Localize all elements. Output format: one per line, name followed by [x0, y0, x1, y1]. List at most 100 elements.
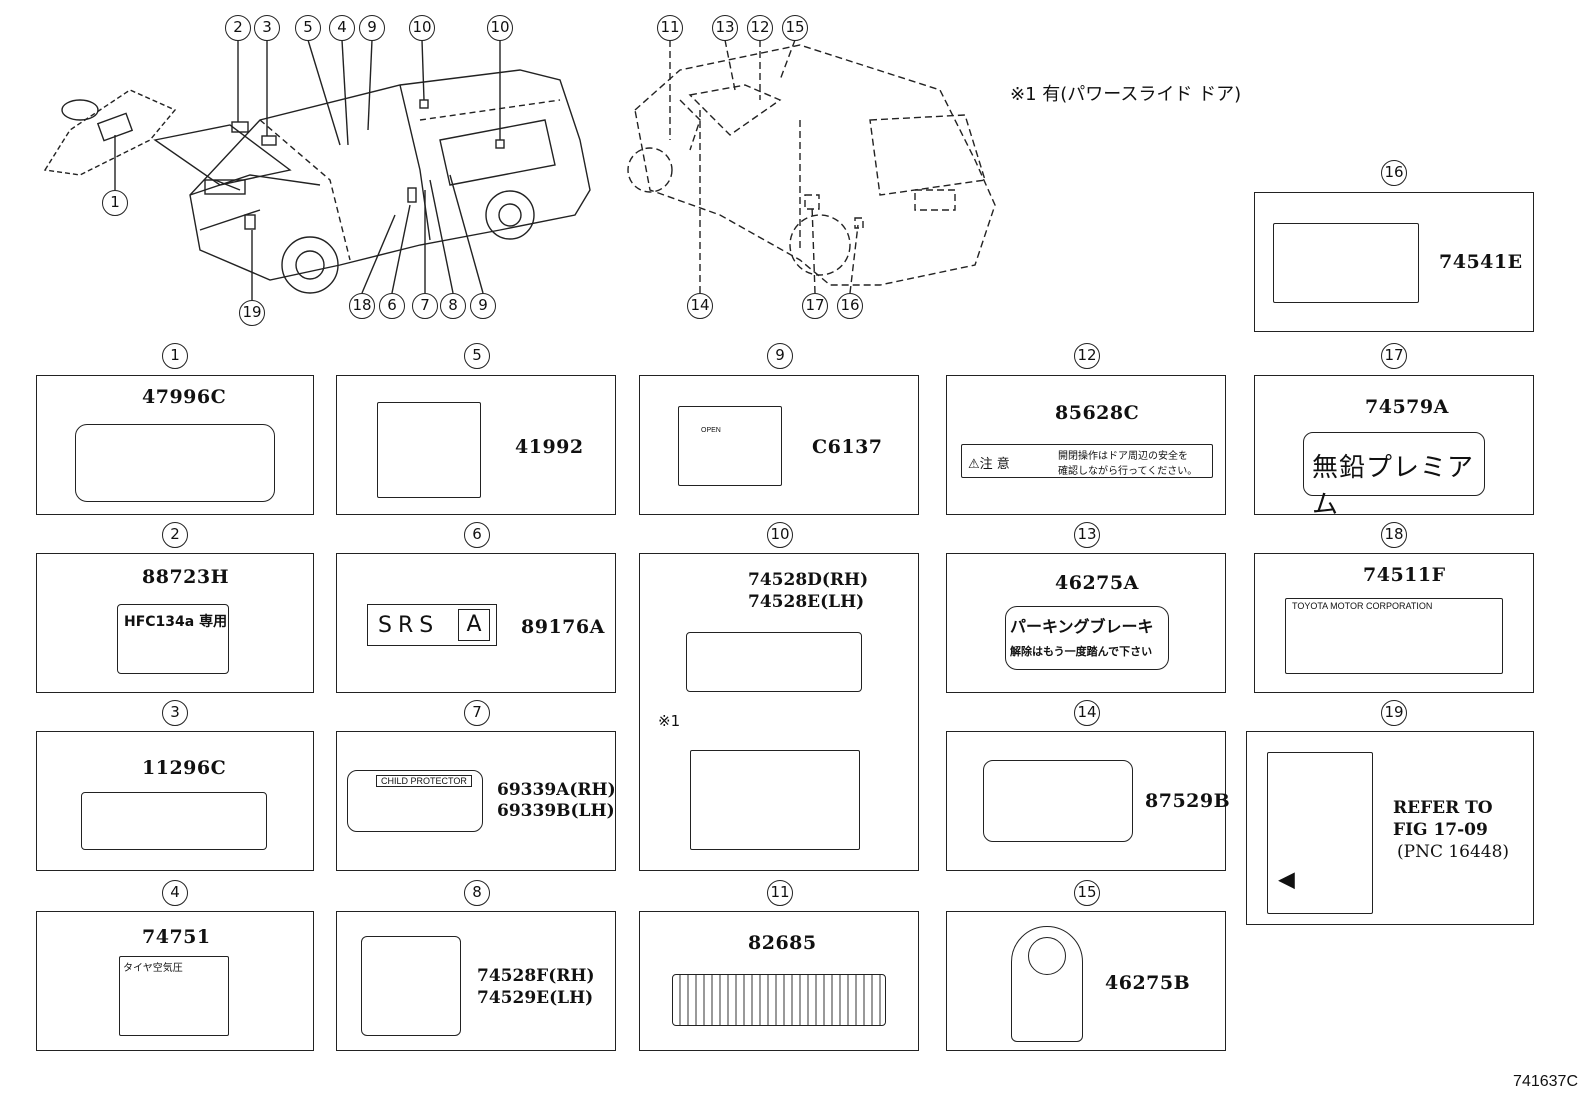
part-number-rh: 74528D(RH) [748, 570, 869, 590]
tire-pressure-label: タイヤ空気圧 [119, 956, 229, 1036]
tire-change-label [377, 402, 481, 498]
caution-line-1: 開閉操作はドア周辺の安全を [1058, 451, 1188, 462]
part-number-lh: 74529E(LH) [477, 988, 594, 1008]
part-number: 47996C [142, 386, 227, 408]
label-cell-9: OPEN C6137 [639, 375, 919, 515]
ac-filter-label [983, 760, 1133, 842]
callout-6: 6 [379, 293, 405, 319]
refer-pnc-text: (PNC 16448) [1397, 842, 1510, 862]
caution-line-2: 確認しながら行ってください。 [1058, 466, 1198, 477]
part-number: 41992 [515, 436, 584, 458]
part-number: C6137 [812, 436, 883, 458]
label-cell-17: 74579A 無鉛プレミアム [1254, 375, 1534, 520]
part-number-lh: 69339B(LH) [497, 801, 615, 821]
part-number-lh: 74528E(LH) [748, 592, 865, 612]
item-number-18: 18 [1381, 522, 1407, 548]
callout-16: 16 [837, 293, 863, 319]
power-slide-door-label [690, 750, 860, 850]
part-number: 11296C [142, 757, 227, 779]
label-cell-18: 74511F TOYOTA MOTOR CORPORATION [1254, 553, 1534, 693]
parking-brake-label: パーキングブレーキ 解除はもう一度踏んで下さい [1005, 606, 1169, 670]
part-number: 74751 [142, 926, 211, 948]
figure-code: 741637C [1513, 1073, 1578, 1090]
item-number-6: 6 [464, 522, 490, 548]
item-number-2: 2 [162, 522, 188, 548]
label-cell-10: 74528D(RH) 74528E(LH) ※1 [639, 553, 919, 871]
emission-label [81, 792, 267, 850]
callout-10b: 10 [487, 15, 513, 41]
item-number-3: 3 [162, 700, 188, 726]
refer-to-text: REFER TO [1393, 798, 1493, 818]
item-number-5: 5 [464, 343, 490, 369]
callout-5: 5 [295, 15, 321, 41]
srs-label: SRS A [367, 604, 497, 646]
rear-van-drawing [627, 39, 996, 294]
item-number-10: 10 [767, 522, 793, 548]
callout-9-top: 9 [359, 15, 385, 41]
label-cell-12: 85628C ⚠注 意 開閉操作はドア周辺の安全を 確認しながら行ってください。 [946, 375, 1226, 515]
label-cell-4: 74751 タイヤ空気圧 [36, 911, 314, 1051]
label-cell-19: ◀ REFER TO FIG 17-09 (PNC 16448) [1246, 731, 1534, 925]
hang-tag-label [1011, 926, 1083, 1042]
label-cell-2: 88723H HFC134a 専用 [36, 553, 314, 693]
item-number-9: 9 [767, 343, 793, 369]
item-number-7: 7 [464, 700, 490, 726]
item-number-13: 13 [1074, 522, 1100, 548]
front-van-drawing [43, 39, 591, 300]
item-number-1: 1 [162, 343, 188, 369]
parking-brake-line-1: パーキングブレーキ [1010, 617, 1154, 636]
srs-a-text: A [458, 609, 490, 641]
item-number-8: 8 [464, 880, 490, 906]
label-cell-15: 46275B [946, 911, 1226, 1051]
label-cell-16: 74541E [1254, 192, 1534, 332]
color-code-label [672, 974, 886, 1026]
item-number-15: 15 [1074, 880, 1100, 906]
item-number-16: 16 [1381, 160, 1407, 186]
callout-7: 7 [412, 293, 438, 319]
refrigerant-text: HFC134a 専用 [124, 614, 228, 630]
child-protector-label: CHILD PROTECTOR [347, 770, 483, 832]
item-number-12: 12 [1074, 343, 1100, 369]
label-cell-3: 11296C [36, 731, 314, 871]
label-cell-7: CHILD PROTECTOR 69339A(RH) 69339B(LH) [336, 731, 616, 871]
tire-caution-label [1273, 223, 1419, 303]
part-number: 74579A [1365, 396, 1449, 418]
part-number: 88723H [142, 566, 230, 588]
caution-text: ⚠注 意 [968, 457, 1010, 472]
child-protector-text: CHILD PROTECTOR [376, 775, 472, 787]
brake-caution-label [75, 424, 275, 502]
part-number: 46275B [1105, 972, 1191, 994]
item-number-19: 19 [1381, 700, 1407, 726]
callout-2: 2 [225, 15, 251, 41]
label-cell-5: 41992 [336, 375, 616, 515]
vehicle-id-label: TOYOTA MOTOR CORPORATION [1285, 598, 1503, 674]
open-text: OPEN [701, 427, 721, 434]
hang-hole [1028, 937, 1066, 975]
callout-18: 18 [349, 293, 375, 319]
item-number-4: 4 [162, 880, 188, 906]
premium-fuel-text: 無鉛プレミアム [1312, 453, 1475, 520]
tire-pressure-text: タイヤ空気圧 [123, 963, 183, 974]
label-cell-13: 46275A パーキングブレーキ 解除はもう一度踏んで下さい [946, 553, 1226, 693]
label-cell-14: 87529B [946, 731, 1230, 871]
callout-4: 4 [329, 15, 355, 41]
callout-8: 8 [440, 293, 466, 319]
callout-9-bottom: 9 [470, 293, 496, 319]
item-number-11: 11 [767, 880, 793, 906]
part-number: 74541E [1439, 251, 1523, 273]
option-marker: ※1 [658, 712, 681, 730]
arrow-left-icon: ◀ [1278, 862, 1295, 895]
part-number: 46275A [1055, 572, 1139, 594]
callout-14: 14 [687, 293, 713, 319]
label-cell-11: 82685 [639, 911, 919, 1051]
callout-19: 19 [239, 300, 265, 326]
label-cell-1: 47996C [36, 375, 314, 515]
callout-11: 11 [657, 15, 683, 41]
part-number-rh: 69339A(RH) [497, 780, 616, 800]
parking-brake-line-2: 解除はもう一度踏んで下さい [1010, 645, 1153, 658]
callout-1: 1 [102, 190, 128, 216]
callout-13: 13 [712, 15, 738, 41]
label-cell-6: SRS A 89176A [336, 553, 616, 693]
part-number: 74511F [1363, 564, 1446, 586]
